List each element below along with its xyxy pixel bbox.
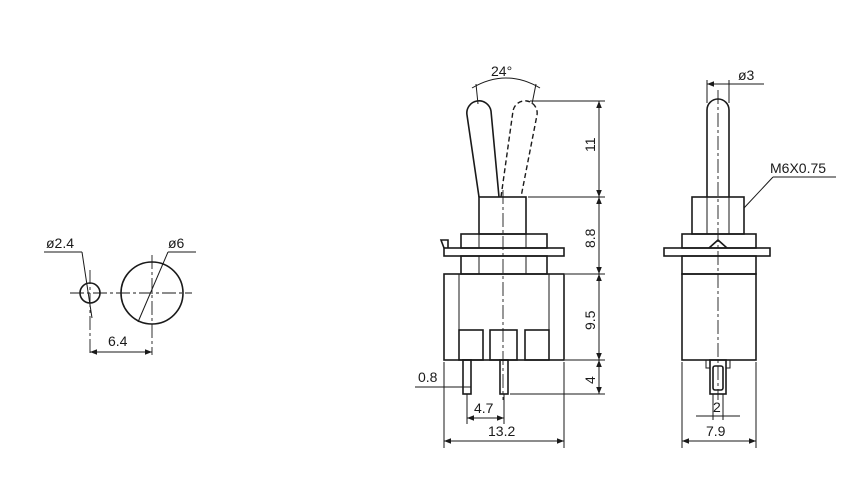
terminal-left	[462, 359, 472, 395]
side-body	[681, 273, 757, 361]
body-depth-label: 7.9	[706, 423, 726, 439]
small-hole-leader-slant	[81, 251, 93, 319]
switch-body	[443, 273, 565, 361]
terminal-mid	[499, 359, 509, 395]
terminal-width-label: 2	[713, 399, 721, 415]
small-hole-diameter-label: ø2.4	[46, 235, 74, 251]
bushing-height-label: 8.8	[582, 228, 598, 248]
front-view: 24° 11 8.8	[415, 63, 605, 448]
lever-height-label: 11	[582, 137, 598, 152]
body-width-label: 13.2	[488, 423, 515, 439]
thread-spec-label: M6X0.75	[770, 160, 826, 176]
side-washer	[663, 247, 771, 257]
tip-diameter-label: ø3	[738, 67, 755, 83]
lever-angle-label: 24°	[491, 63, 512, 79]
terminal-thickness-label: 0.8	[418, 369, 438, 385]
terminal-boss-right	[524, 329, 550, 361]
angle-arc	[471, 77, 541, 89]
body-height-label: 9.5	[582, 310, 598, 330]
lever-solid	[466, 100, 500, 198]
hole-spacing-label: 6.4	[108, 333, 128, 349]
terminal-boss-left	[458, 329, 484, 361]
washer	[443, 247, 565, 257]
terminal-boss-mid	[489, 329, 518, 361]
large-hole-leader-slant	[137, 251, 169, 323]
bushing-upper	[478, 196, 527, 235]
angle-ext-left	[475, 83, 479, 105]
nut-upper	[460, 233, 548, 249]
lever-alternate-dashed	[500, 100, 538, 198]
side-nut-lower	[681, 255, 757, 275]
terminal-height-label: 4	[582, 376, 598, 384]
large-hole-diameter-label: ø6	[168, 235, 185, 251]
side-view: ø3 M6X0.75 2 7.9	[663, 67, 836, 448]
side-terminal-shoulder	[705, 360, 731, 369]
terminal-pitch-label: 4.7	[474, 400, 494, 416]
washer-tab	[439, 239, 449, 249]
thread-leader	[743, 176, 774, 209]
panel-cutout-view: ø2.4 ø6 6.4	[44, 235, 196, 355]
nut-lower	[460, 255, 548, 275]
